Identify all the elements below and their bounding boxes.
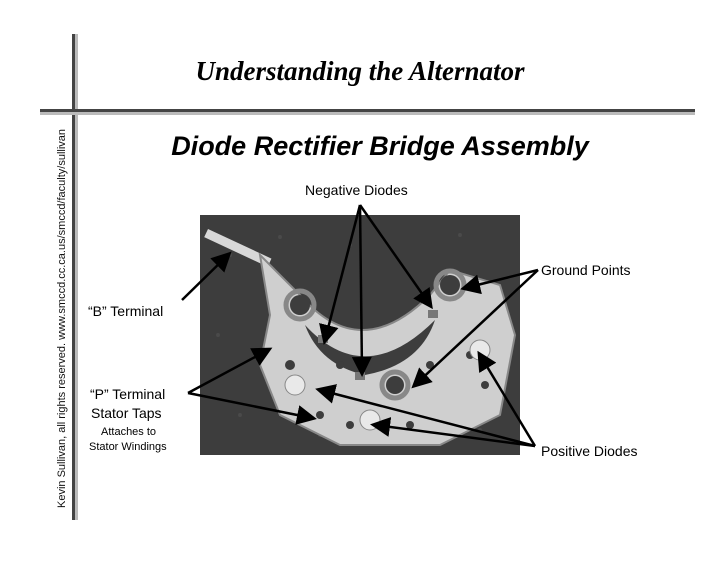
slide-subtitle: Diode Rectifier Bridge Assembly [171,131,589,161]
label-positive-diodes: Positive Diodes [541,443,638,459]
label-negative-diodes: Negative Diodes [305,182,408,198]
label-ground-points: Ground Points [541,262,631,278]
label-b-terminal: “B” Terminal [88,303,164,319]
horizontal-rule-shadow [40,112,695,115]
label-stator-taps: Stator Taps [91,405,162,421]
vertical-rule [72,34,76,520]
horizontal-rule [40,109,695,113]
label-stator-windings: Stator Windings [89,441,167,453]
page-title: Understanding the Alternator [195,56,525,86]
label-p-terminal: “P” Terminal [90,386,166,402]
vertical-rule-shadow [75,34,78,520]
label-attaches-to: Attaches to [101,426,157,438]
